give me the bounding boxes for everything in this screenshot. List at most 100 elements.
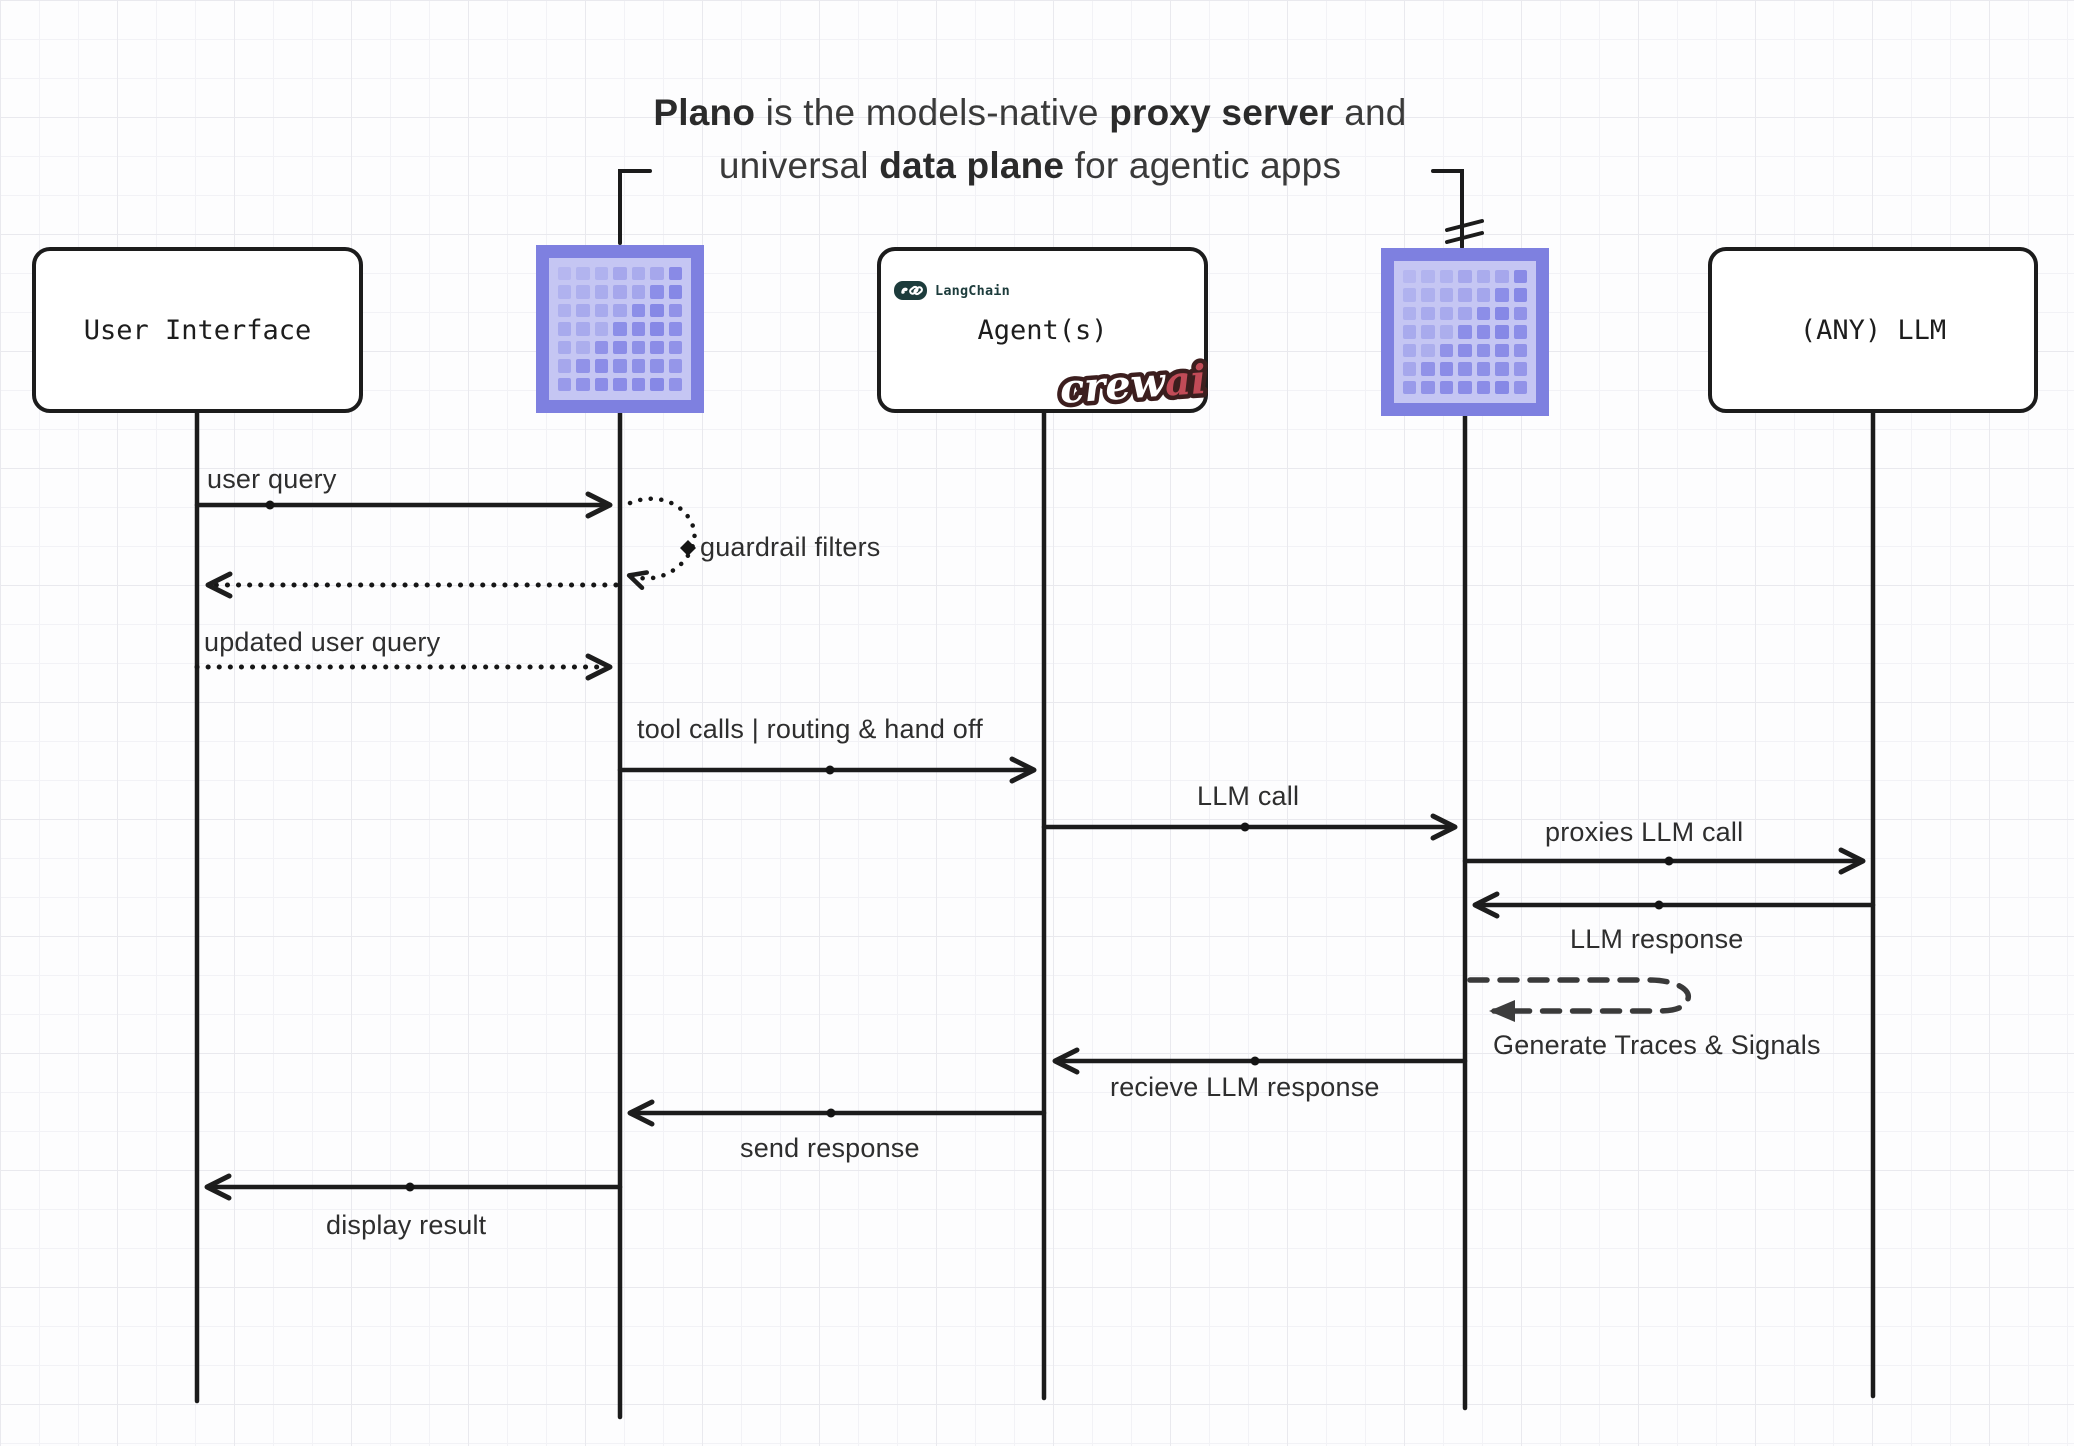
title-line-2: universal data plane for agentic apps bbox=[430, 139, 1630, 192]
logo-pixel bbox=[558, 285, 572, 299]
logo-pixel bbox=[668, 340, 682, 355]
logo-pixel bbox=[594, 303, 609, 318]
logo-pixel bbox=[650, 377, 664, 391]
logo-pixel bbox=[631, 322, 646, 336]
plano-dataplane-logo bbox=[1381, 248, 1549, 416]
logo-pixel bbox=[558, 267, 572, 281]
dot-user-query bbox=[265, 500, 275, 510]
logo-pixel bbox=[1495, 270, 1509, 284]
logo-pixel bbox=[1421, 288, 1435, 302]
plano-dataplane-logo-grid bbox=[1394, 261, 1536, 403]
logo-pixel bbox=[576, 303, 590, 318]
diagram-title: Plano is the models-native proxy server … bbox=[430, 86, 1630, 192]
logo-pixel bbox=[1439, 380, 1454, 394]
logo-pixel bbox=[668, 322, 682, 336]
logo-pixel bbox=[594, 377, 609, 391]
label-tool-calls: tool calls | routing & hand off bbox=[637, 714, 983, 744]
logo-pixel bbox=[668, 377, 682, 391]
logo-pixel bbox=[1513, 362, 1527, 376]
label-guardrail-filters: guardrail filters bbox=[700, 532, 881, 562]
logo-pixel bbox=[1439, 288, 1454, 302]
crewai-logo: crewai crewai bbox=[1050, 349, 1214, 429]
logo-pixel bbox=[1495, 362, 1509, 376]
logo-pixel bbox=[1439, 306, 1454, 321]
logo-pixel bbox=[1476, 362, 1491, 376]
title-connector-right bbox=[1431, 169, 1464, 249]
logo-pixel bbox=[1458, 306, 1472, 321]
title-plano: Plano bbox=[653, 92, 756, 133]
logo-pixel bbox=[1476, 306, 1491, 321]
logo-pixel bbox=[576, 359, 590, 373]
logo-pixel bbox=[1403, 270, 1417, 284]
logo-pixel bbox=[1421, 380, 1435, 394]
actor-agents-label: Agent(s) bbox=[977, 314, 1108, 346]
logo-pixel bbox=[631, 303, 646, 318]
logo-pixel bbox=[1513, 380, 1527, 394]
logo-pixel bbox=[1403, 325, 1417, 339]
logo-pixel bbox=[1403, 288, 1417, 302]
logo-pixel bbox=[650, 285, 664, 299]
logo-pixel bbox=[594, 267, 609, 281]
title-line-1: Plano is the models-native proxy server … bbox=[430, 86, 1630, 139]
lifelines bbox=[194, 409, 1876, 1420]
logo-pixel bbox=[1495, 325, 1509, 339]
logo-pixel bbox=[1403, 362, 1417, 376]
logo-pixel bbox=[576, 285, 590, 299]
label-llm-response: LLM response bbox=[1570, 924, 1744, 954]
logo-pixel bbox=[1439, 362, 1454, 376]
logo-pixel bbox=[558, 340, 572, 355]
logo-pixel bbox=[1495, 306, 1509, 321]
logo-pixel bbox=[613, 377, 627, 391]
break-tick-1 bbox=[1445, 219, 1484, 232]
logo-pixel bbox=[558, 322, 572, 336]
logo-pixel bbox=[631, 285, 646, 299]
actor-agents: LangChain Agent(s) crewai crewai bbox=[877, 247, 1212, 417]
logo-pixel bbox=[650, 267, 664, 281]
logo-pixel bbox=[631, 267, 646, 281]
langchain-icon bbox=[894, 281, 927, 300]
logo-pixel bbox=[558, 359, 572, 373]
logo-pixel bbox=[613, 267, 627, 281]
logo-pixel bbox=[1403, 343, 1417, 358]
logo-pixel bbox=[1403, 306, 1417, 321]
dot-recieve-llm-response bbox=[1250, 1056, 1260, 1066]
logo-pixel bbox=[594, 285, 609, 299]
logo-pixel bbox=[1513, 288, 1527, 302]
langchain-label: LangChain bbox=[935, 282, 1010, 299]
logo-pixel bbox=[668, 285, 682, 299]
logo-pixel bbox=[1421, 306, 1435, 321]
generate-traces-loop bbox=[1467, 977, 1691, 1022]
logo-pixel bbox=[613, 303, 627, 318]
title-data-plane: data plane bbox=[879, 145, 1065, 186]
logo-pixel bbox=[1513, 325, 1527, 339]
logo-pixel bbox=[613, 322, 627, 336]
logo-pixel bbox=[1458, 288, 1472, 302]
label-user-query: user query bbox=[207, 464, 337, 494]
dot-proxies-llm-call bbox=[1664, 856, 1674, 866]
arrow-anchor-dots bbox=[265, 500, 1674, 1192]
logo-pixel bbox=[1439, 343, 1454, 358]
logo-pixel bbox=[594, 359, 609, 373]
logo-pixel bbox=[1495, 380, 1509, 394]
logo-pixel bbox=[650, 322, 664, 336]
logo-pixel bbox=[1458, 380, 1472, 394]
actor-any-llm: (ANY) LLM bbox=[1708, 247, 2038, 413]
logo-pixel bbox=[594, 322, 609, 336]
logo-pixel bbox=[631, 377, 646, 391]
label-generate-traces: Generate Traces & Signals bbox=[1493, 1030, 1821, 1060]
guardrail-self-loop bbox=[626, 496, 697, 591]
logo-pixel bbox=[1421, 325, 1435, 339]
logo-pixel bbox=[594, 340, 609, 355]
title-proxy-server: proxy server bbox=[1109, 92, 1334, 133]
label-recieve-llm-response: recieve LLM response bbox=[1110, 1072, 1380, 1102]
dot-llm-call bbox=[1240, 822, 1250, 832]
logo-pixel bbox=[631, 340, 646, 355]
logo-pixel bbox=[1513, 343, 1527, 358]
logo-pixel bbox=[1513, 306, 1527, 321]
logo-pixel bbox=[1439, 325, 1454, 339]
logo-pixel bbox=[1458, 343, 1472, 358]
title-text: is the models-native bbox=[755, 92, 1110, 133]
actor-any-llm-label: (ANY) LLM bbox=[1799, 314, 1947, 346]
label-proxies-llm-call: proxies LLM call bbox=[1545, 817, 1744, 847]
